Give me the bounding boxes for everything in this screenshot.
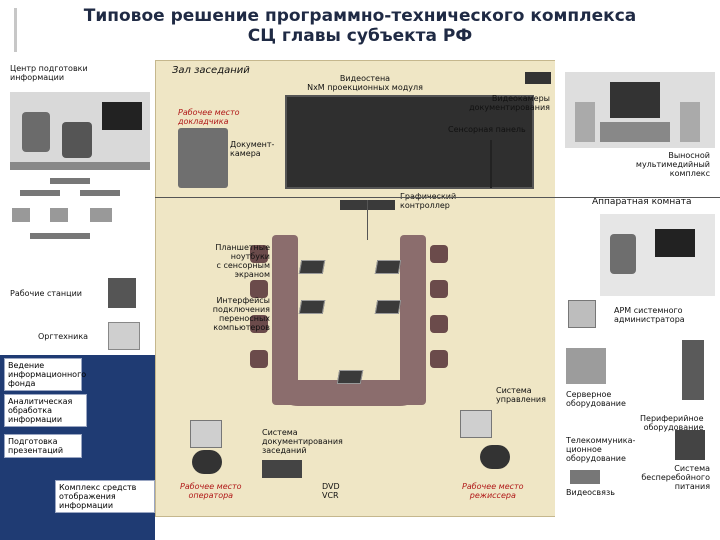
meeting-hall-label: Зал заседаний (172, 65, 250, 76)
videowall-screen (285, 95, 534, 189)
controller-connector (367, 200, 368, 240)
function-item: Ведение информационного фонда (4, 358, 86, 391)
telecom-label: Телекоммуника- ционное оборудование (566, 436, 636, 463)
title-line-1: Типовое решение программно-технического … (83, 6, 637, 26)
mobile-complex-photo (565, 72, 715, 148)
info-center-photo (10, 92, 150, 170)
mobile-complex-label: Выносной мультимедийный комплекс (635, 151, 710, 178)
chair (250, 350, 268, 368)
videolink-device-icon (570, 470, 600, 484)
videowall-label: Видеостена NxM проекционных модуля (307, 74, 423, 92)
touch-panel-stand (490, 140, 512, 188)
speaker-place-label: Рабочее место докладчика (178, 108, 240, 126)
network-equipment-icons (10, 178, 140, 248)
function-item: Подготовка презентаций (4, 434, 82, 458)
recorder-device (262, 460, 302, 478)
doc-cameras-label: Видеокамеры документирования (469, 94, 550, 112)
ups-device-icon (675, 430, 705, 460)
videolink-label: Видеосвязь (566, 488, 615, 497)
title-accent-bar (14, 8, 17, 52)
operator-place-label: Рабочее место оператора (180, 482, 242, 500)
function-item: Аналитическая обработка информации (4, 394, 87, 427)
orgtech-label: Оргтехника (38, 332, 89, 341)
hardware-room-header (560, 190, 720, 210)
table-bottom (272, 380, 426, 406)
title-line-2: СЦ главы субъекта РФ (247, 26, 473, 46)
server-cabinet-icon (682, 340, 704, 400)
doc-system-label: Система документирования заседаний (262, 428, 343, 455)
graphic-controller-label: Графический контроллер (400, 192, 456, 210)
ups-label: Система бесперебойного питания (641, 464, 710, 491)
director-computer-icon (460, 410, 492, 438)
laptop-interfaces-label: Интерфейсы подключения переносных компью… (212, 296, 270, 332)
chair (250, 280, 268, 298)
doc-camera-label: Документ- камера (230, 140, 275, 158)
network-line (155, 197, 720, 198)
operator-chair (192, 450, 222, 474)
peripheral-label: Периферийное оборудование (640, 414, 704, 432)
chair (250, 315, 268, 333)
chair (430, 350, 448, 368)
laptop (374, 300, 402, 314)
table-right-wing (400, 235, 426, 405)
chair (430, 245, 448, 263)
printer-icon (108, 322, 140, 350)
dvd-vcr-label: DVD VCR (322, 482, 340, 500)
info-prep-center-label: Центр подготовки информации (10, 64, 88, 82)
touch-panel-label: Сенсорная панель (448, 125, 526, 134)
workstation-icon (108, 278, 136, 308)
director-chair (480, 445, 510, 469)
hardware-room-label: Аппаратная комната (592, 197, 692, 207)
server-rack-icon (566, 348, 606, 384)
laptop (298, 260, 326, 274)
camera-icon (525, 72, 551, 84)
admin-arm-label: АРМ системного администратора (614, 306, 685, 324)
admin-room-photo (600, 214, 715, 296)
laptop (374, 260, 402, 274)
chair (430, 315, 448, 333)
laptop (336, 370, 364, 384)
control-system-label: Система управления (496, 386, 546, 404)
laptop (298, 300, 326, 314)
chair (250, 245, 268, 263)
operator-computer-icon (190, 420, 222, 448)
admin-computer-icon (568, 300, 596, 328)
function-item: Комплекс средств отображения информации (55, 480, 155, 513)
page-title: Типовое решение программно-технического … (0, 0, 720, 46)
speaker-podium (178, 128, 228, 188)
table-left-wing (272, 235, 298, 405)
chair (430, 280, 448, 298)
server-label: Серверное оборудование (566, 390, 626, 408)
tablets-label: Планшетные ноутбуки с сенсорным экраном (215, 243, 270, 279)
director-place-label: Рабочее место режиссера (462, 482, 524, 500)
workstations-label: Рабочие станции (10, 289, 82, 298)
